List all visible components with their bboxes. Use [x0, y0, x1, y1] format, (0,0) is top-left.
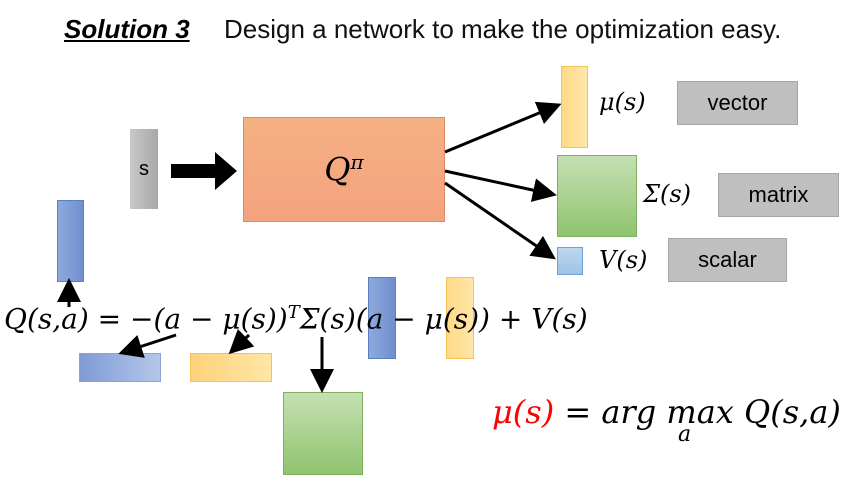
- state-input-label: s: [139, 157, 149, 180]
- action-down-arrow: [118, 333, 177, 358]
- q-network-label: Qπ: [324, 150, 364, 189]
- mu-arrow: [444, 101, 562, 154]
- argmax-rest: Q(s,a): [744, 393, 841, 431]
- v-output-label: V(s): [599, 246, 648, 274]
- action-column-block: [57, 200, 84, 282]
- q-network-superscript: π: [350, 150, 364, 175]
- solution-description: Design a network to make the optimizatio…: [224, 14, 782, 44]
- mu-column-block-right: [446, 277, 474, 359]
- solution-heading: Solution 3: [64, 14, 190, 44]
- state-input-box: s: [130, 129, 158, 209]
- matrix-tag: matrix: [718, 173, 839, 217]
- q-equation: Q(s,a) = −(a − μ(s))TΣ(s)(a − μ(s)) + V(…: [4, 302, 588, 335]
- action-row-block: [79, 353, 161, 382]
- v-output-block: [557, 247, 583, 275]
- argmax-subscript: a: [678, 422, 692, 447]
- q-equation-transpose: T: [287, 302, 300, 323]
- input-arrow: [171, 152, 237, 190]
- sigma-output-label: Σ(s): [643, 180, 692, 208]
- q-network-box: Qπ: [243, 117, 445, 222]
- q-equation-right: Σ(s)(a − μ(s)) + V(s): [299, 302, 588, 336]
- v-arrow: [444, 181, 556, 260]
- action-column-block-right: [368, 277, 396, 359]
- mu-down-arrow: [228, 328, 255, 355]
- sigma-arrow: [444, 169, 557, 202]
- vector-tag: vector: [677, 81, 798, 125]
- argmax-mu: μ(s): [492, 393, 555, 431]
- mu-output-block: [561, 66, 588, 148]
- scalar-tag: scalar: [668, 238, 787, 282]
- argmax-eq: = arg max: [564, 393, 734, 431]
- argmax-equation: μ(s) = arg max Q(s,a): [492, 393, 841, 431]
- sigma-matrix-block: [283, 392, 363, 475]
- sigma-output-block: [557, 155, 637, 237]
- mu-output-label: μ(s): [599, 88, 646, 116]
